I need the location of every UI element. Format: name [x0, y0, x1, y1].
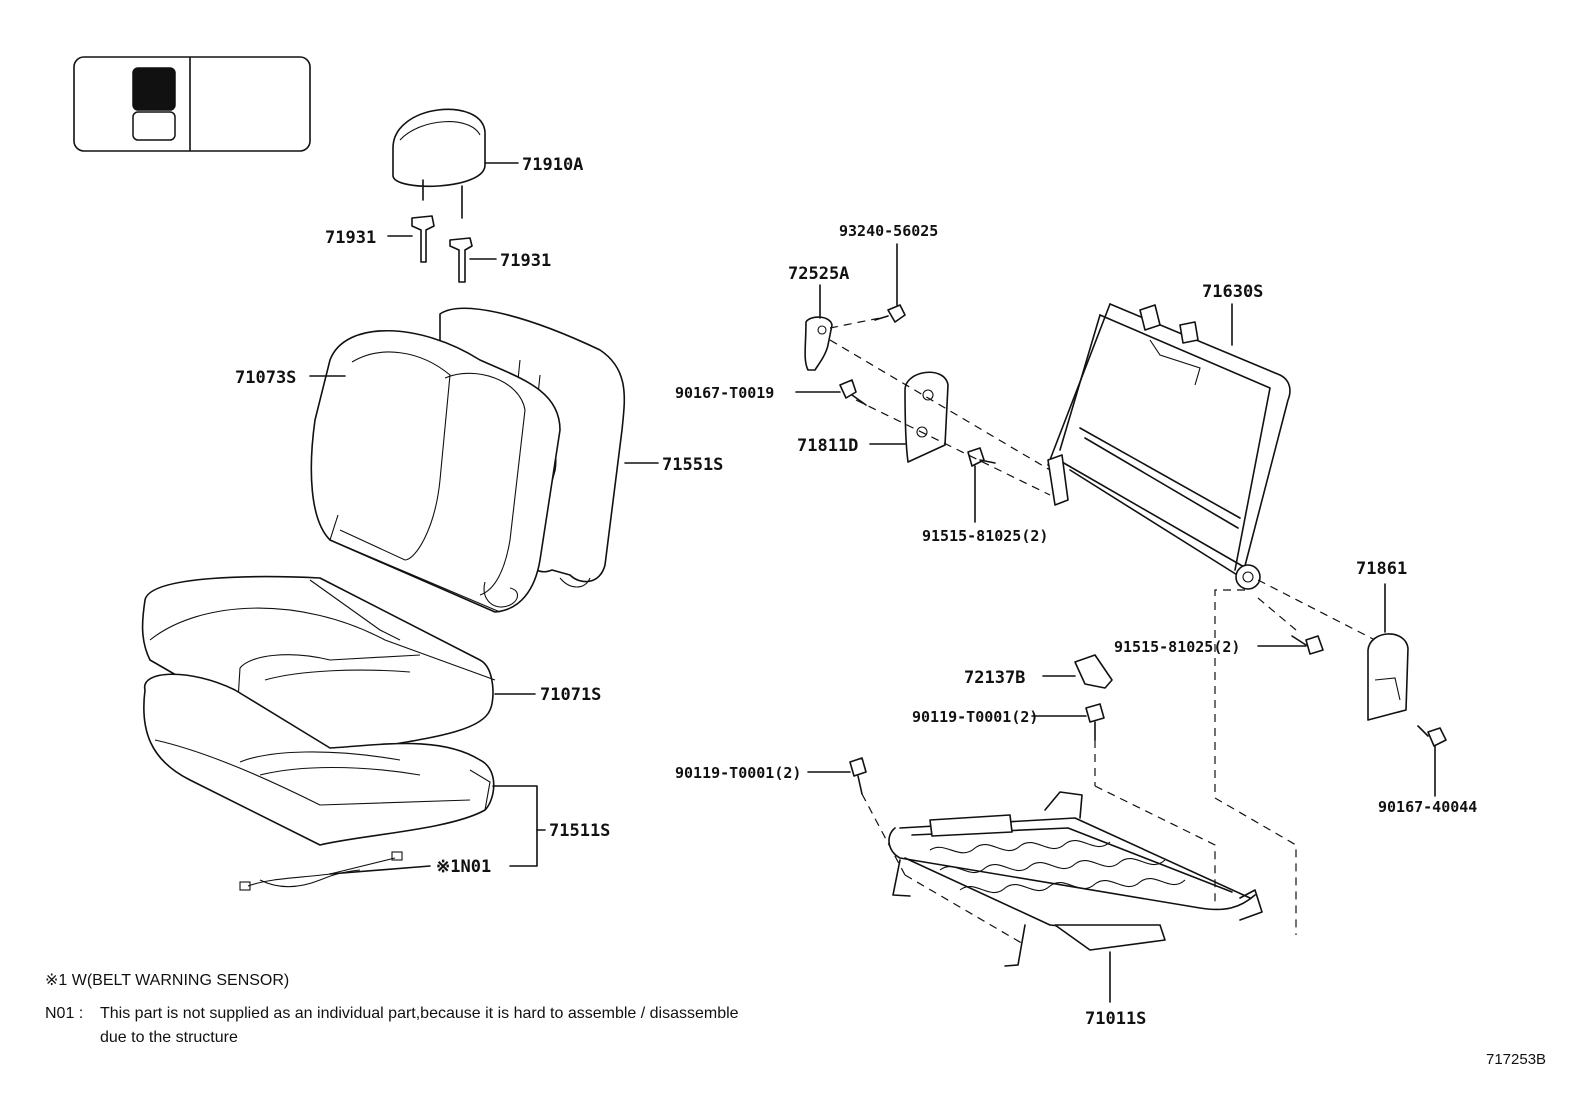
label-cushion-cover: 71071S: [540, 685, 601, 705]
dashed-lines-upper: [829, 317, 1376, 935]
label-recliner-cover: 72525A: [788, 264, 849, 284]
label-headrest: 71910A: [522, 155, 583, 175]
dashed-lines-lower: [861, 740, 1216, 946]
clip-drawing: [1042, 654, 1113, 689]
side-cover-drawing: [1367, 583, 1409, 721]
headrest-supports-drawing: [387, 215, 497, 283]
label-back-frame: 71630S: [1202, 282, 1263, 302]
bolt-cushion-right-drawing: [1031, 703, 1105, 741]
label-sensor-ref: ※1N01: [436, 857, 491, 877]
label-back-pad: 71551S: [662, 455, 723, 475]
label-side-cover: 71861: [1356, 559, 1407, 579]
label-back-cover: 71073S: [235, 368, 296, 388]
label-bolt-cushion-left: 90119-T0001(2): [675, 764, 801, 782]
back-frame-drawing: [1047, 303, 1291, 590]
label-screw-top: 93240-56025: [839, 222, 938, 240]
screw-top-drawing: [874, 243, 906, 323]
bolt-frame-drawing: [967, 447, 996, 523]
legend-empty-swatch: [132, 111, 176, 141]
label-cushion-frame: 71011S: [1085, 1009, 1146, 1029]
label-screw-left: 90167-T0019: [675, 384, 774, 402]
screw-left-drawing: [795, 379, 867, 406]
hinge-cover-drawing: [869, 371, 949, 463]
diagram-reference: 717253B: [1486, 1051, 1546, 1068]
note-n01-line2: due to the structure: [100, 1029, 238, 1046]
bolt-side-drawing: [1257, 635, 1324, 655]
label-bolt-frame: 91515-81025(2): [922, 527, 1048, 545]
sensor-drawing: [239, 851, 431, 891]
cushion-frame-drawing: [888, 791, 1263, 1003]
note-belt-warning: ※1 W(BELT WARNING SENSOR): [45, 972, 289, 989]
screw-side-drawing: [1417, 725, 1447, 797]
label-bolt-cushion-right: 90119-T0001(2): [912, 708, 1038, 726]
label-headrest-support-left: 71931: [325, 228, 376, 248]
color-legend: [73, 56, 311, 152]
cushion-pad-drawing: [143, 673, 546, 867]
label-bolt-side: 91515-81025(2): [1114, 638, 1240, 656]
headrest-drawing: [392, 108, 519, 219]
label-cushion-pad: 71511S: [549, 821, 610, 841]
label-hinge-cover: 71811D: [797, 436, 858, 456]
note-n01-line1: This part is not supplied as an individu…: [100, 1005, 739, 1022]
legend-filled-swatch: [132, 67, 176, 111]
back-cover-drawing: [309, 329, 561, 613]
label-screw-side: 90167-40044: [1378, 798, 1477, 816]
bolt-cushion-left-drawing: [807, 757, 867, 795]
recliner-cover-drawing: [804, 284, 833, 371]
label-clip: 72137B: [964, 668, 1025, 688]
note-n01-prefix: N01 :: [45, 1005, 83, 1022]
label-headrest-support-right: 71931: [500, 251, 551, 271]
